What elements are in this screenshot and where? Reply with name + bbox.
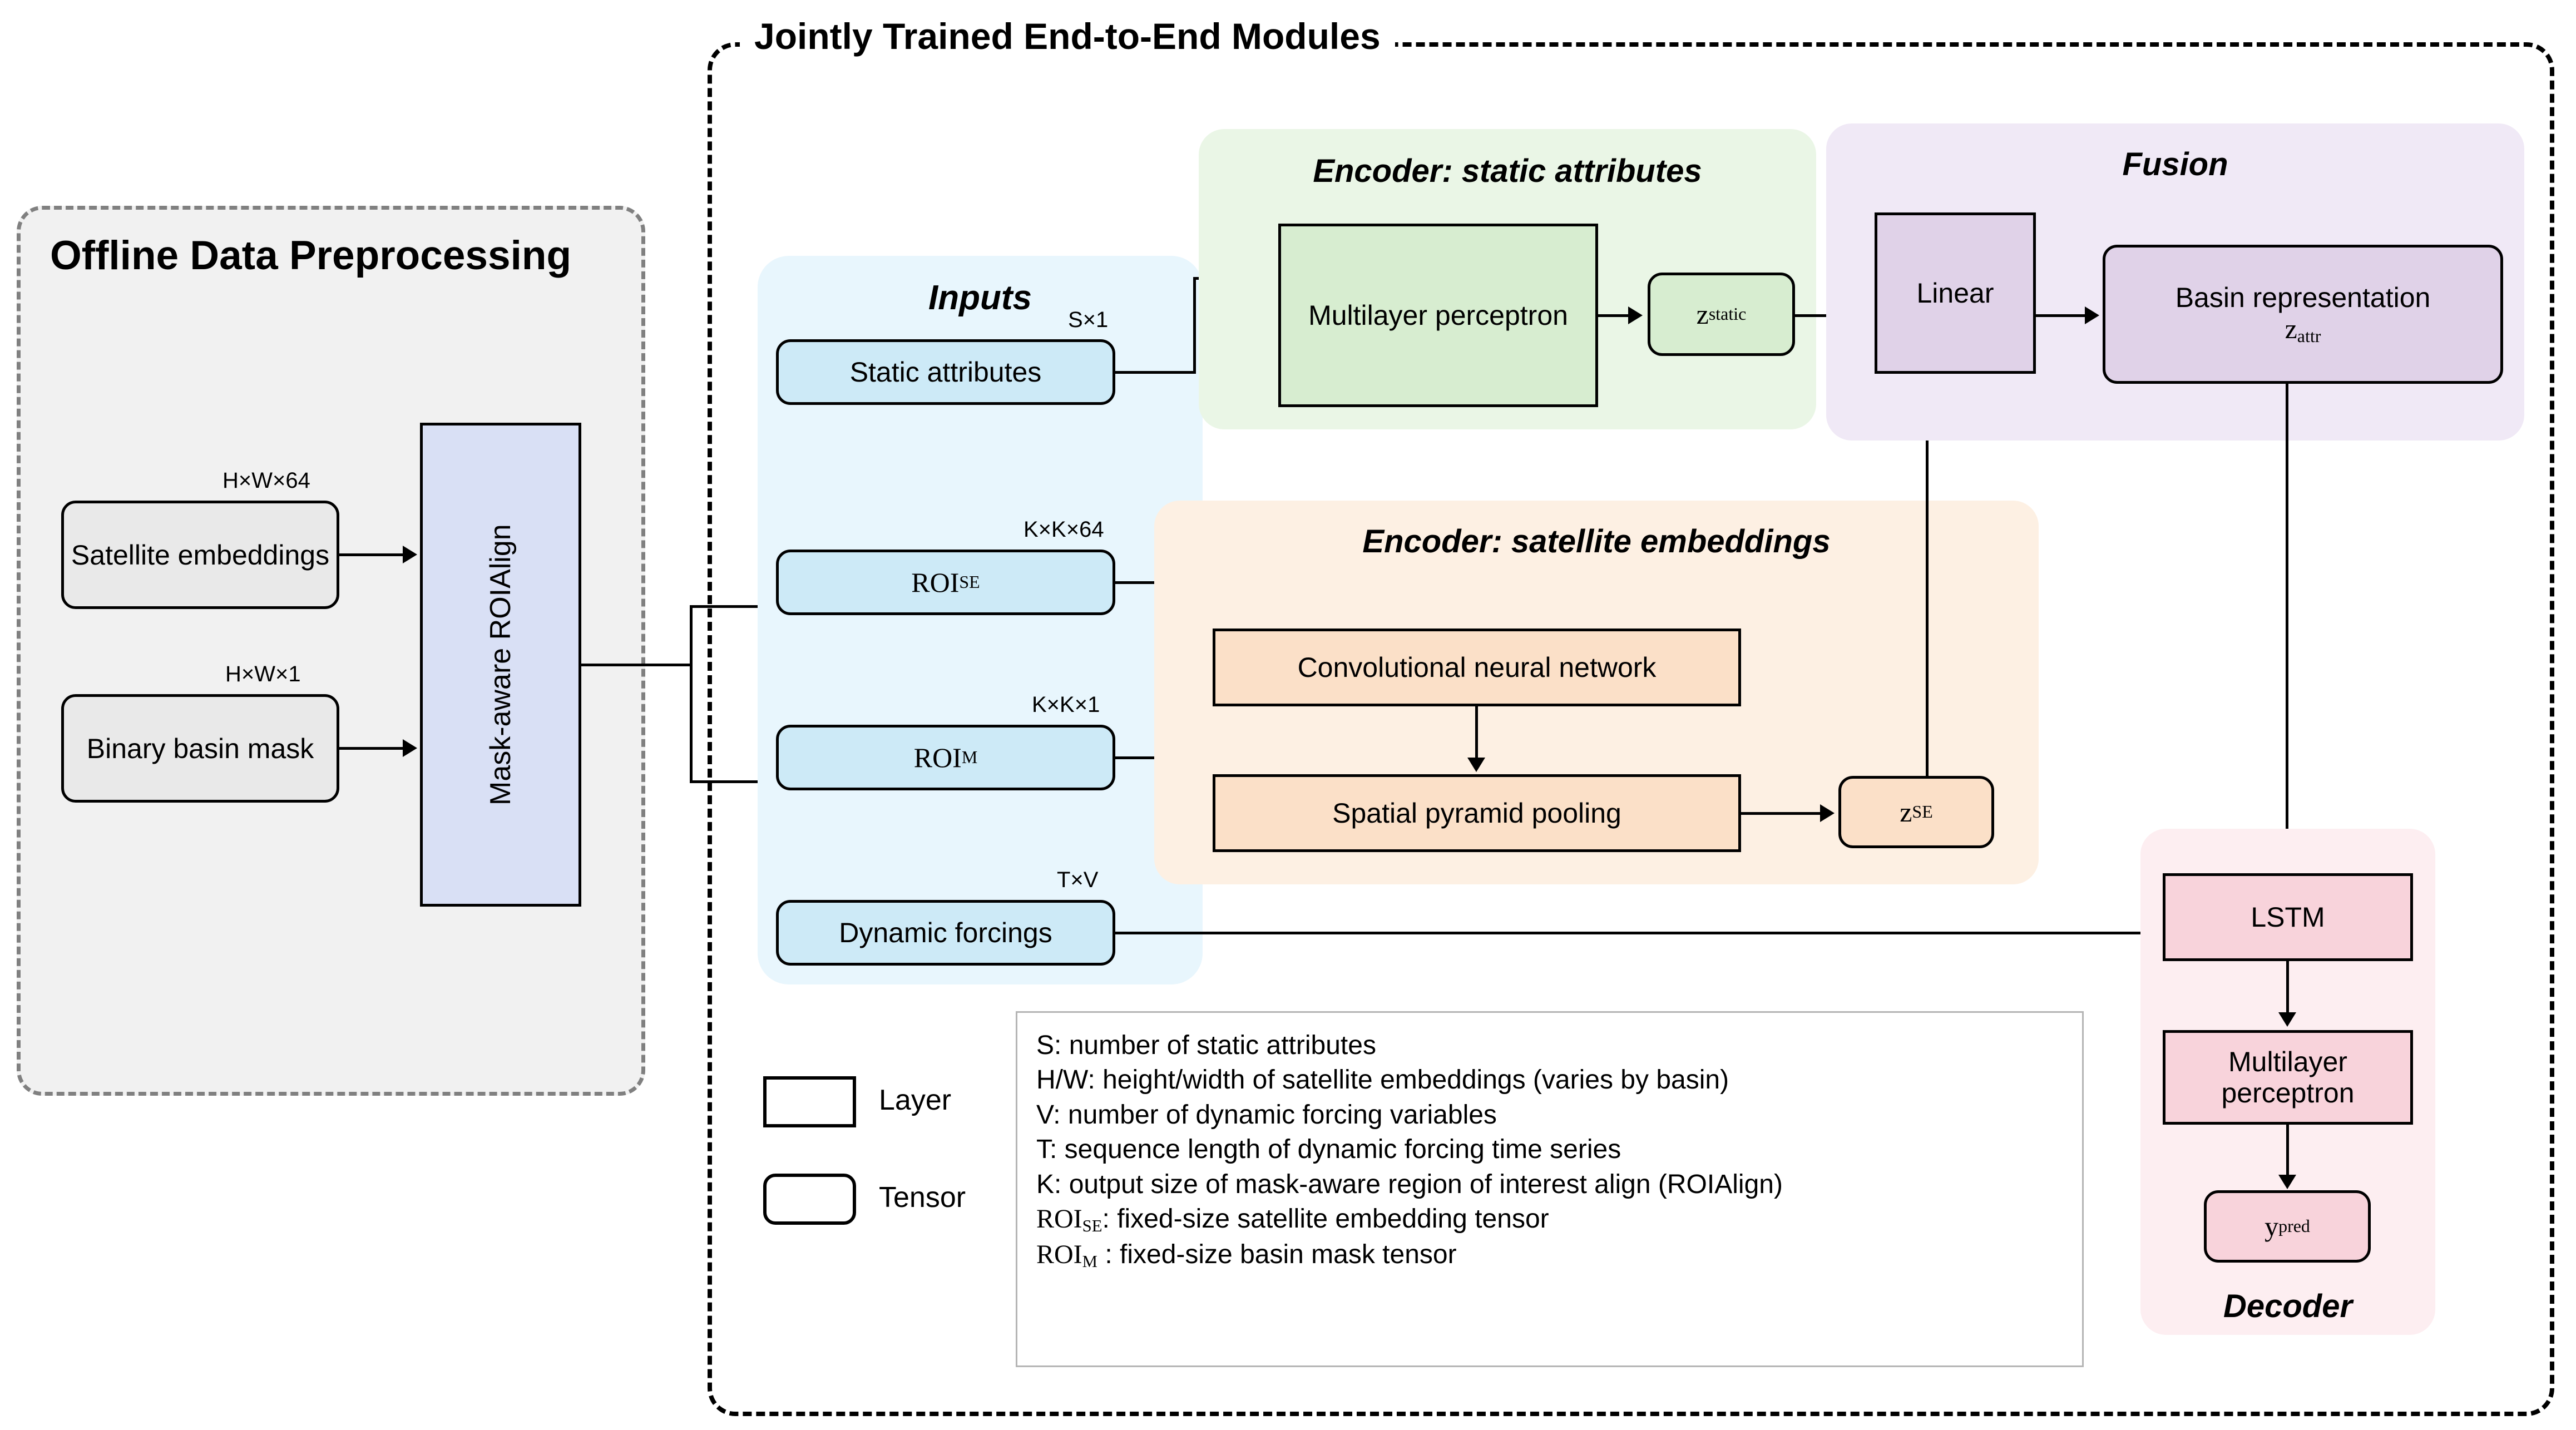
node-z-attr: zattr bbox=[2285, 313, 2321, 347]
connector-forcings-to-lstm bbox=[1115, 932, 2153, 934]
jointly-trained-title-wrap: Jointly Trained End-to-End Modules bbox=[740, 11, 1395, 61]
node-z-static-label: z bbox=[1696, 299, 1709, 330]
node-linear: Linear bbox=[1875, 212, 2036, 374]
connector-linear-to-basin bbox=[2036, 314, 2094, 317]
node-y-pred-label: y bbox=[2264, 1211, 2279, 1242]
node-basin-representation: Basin representation zattr bbox=[2103, 245, 2503, 384]
connector-to-roi-se bbox=[690, 605, 807, 608]
legend-roi-se-text: : fixed-size satellite embedding tensor bbox=[1102, 1204, 1549, 1234]
node-basin-representation-label: Basin representation bbox=[2175, 282, 2431, 314]
legend-roi-se-prefix: ROI bbox=[1036, 1204, 1082, 1234]
node-cnn: Convolutional neural network bbox=[1213, 629, 1741, 706]
arrow-sat-to-roialign bbox=[403, 546, 417, 563]
node-roi-se-sub: SE bbox=[959, 572, 980, 592]
node-z-se-label: z bbox=[1900, 796, 1912, 828]
key-label-layer: Layer bbox=[879, 1084, 952, 1116]
node-spp: Spatial pyramid pooling bbox=[1213, 774, 1741, 852]
legend-line-v: V: number of dynamic forcing variables bbox=[1036, 1100, 1497, 1130]
node-dynamic-forcings: Dynamic forcings bbox=[776, 900, 1115, 966]
legend-line-roi-m: ROIM : fixed-size basin mask tensor bbox=[1036, 1238, 2063, 1273]
node-roi-m-label: ROI bbox=[913, 742, 962, 773]
node-mask-aware-roialign: Mask-aware ROIAlign bbox=[420, 423, 581, 907]
connector-mlp-to-ypred bbox=[2286, 1125, 2289, 1186]
connector-basin-to-lstm bbox=[2286, 384, 2288, 870]
legend-line-hw: H/W: height/width of satellite embedding… bbox=[1036, 1065, 1729, 1095]
inputs-title: Inputs bbox=[928, 279, 1032, 317]
dim-satellite-embeddings: H×W×64 bbox=[223, 468, 310, 493]
dim-roi-se: K×K×64 bbox=[1024, 517, 1104, 542]
connector-spp-to-zse bbox=[1741, 812, 1830, 815]
dim-static-attributes: S×1 bbox=[1068, 308, 1109, 332]
node-decoder-mlp: Multilayer perceptron bbox=[2163, 1030, 2413, 1125]
node-z-attr-label: z bbox=[2285, 313, 2297, 345]
node-binary-basin-mask: Binary basin mask bbox=[61, 694, 339, 803]
fusion-title: Fusion bbox=[2122, 146, 2228, 182]
legend-roi-m-sub: M bbox=[1082, 1251, 1097, 1271]
jointly-trained-panel bbox=[708, 42, 2554, 1416]
connector-roialign-out bbox=[581, 664, 693, 666]
key-shape-layer bbox=[763, 1076, 856, 1127]
arrow-mlp-to-zstatic bbox=[1628, 306, 1643, 324]
legend-line-k: K: output size of mask-aware region of i… bbox=[1036, 1169, 1783, 1199]
dim-roi-m: K×K×1 bbox=[1032, 692, 1100, 717]
node-roi-m-sub: M bbox=[961, 747, 978, 768]
connector-sat-to-roialign bbox=[339, 553, 406, 556]
offline-preprocessing-title: Offline Data Preprocessing bbox=[50, 233, 572, 278]
connector-zse-to-linear bbox=[1926, 345, 1929, 778]
legend-roi-m-prefix: ROI bbox=[1036, 1239, 1082, 1269]
node-static-mlp: Multilayer perceptron bbox=[1278, 224, 1598, 407]
node-satellite-embeddings: Satellite embeddings bbox=[61, 501, 339, 609]
encoder-satellite-title: Encoder: satellite embeddings bbox=[1362, 523, 1831, 560]
legend-line-t: T: sequence length of dynamic forcing ti… bbox=[1036, 1135, 1621, 1165]
node-static-attributes: Static attributes bbox=[776, 339, 1115, 405]
connector-static-out-v bbox=[1193, 277, 1196, 374]
encoder-static-title: Encoder: static attributes bbox=[1313, 153, 1702, 189]
dim-binary-basin-mask: H×W×1 bbox=[225, 662, 301, 686]
connector-roi-split-vertical bbox=[690, 605, 693, 783]
decoder-title: Decoder bbox=[2223, 1288, 2353, 1324]
connector-static-out-h1 bbox=[1115, 371, 1196, 374]
legend-roi-m-text: : fixed-size basin mask tensor bbox=[1097, 1239, 1457, 1269]
dim-dynamic-forcings: T×V bbox=[1057, 868, 1099, 892]
node-lstm: LSTM bbox=[2163, 873, 2413, 961]
jointly-trained-title: Jointly Trained End-to-End Modules bbox=[754, 16, 1381, 57]
node-y-pred-sub: pred bbox=[2278, 1216, 2310, 1236]
legend-line-s: S: number of static attributes bbox=[1036, 1031, 1376, 1060]
arrow-lstm-to-mlp bbox=[2278, 1012, 2296, 1027]
connector-mlp-to-zstatic bbox=[1598, 314, 1637, 317]
legend-box: S: number of static attributes H/W: heig… bbox=[1016, 1011, 2084, 1367]
arrow-spp-to-zse bbox=[1820, 804, 1835, 822]
node-z-se-sub: SE bbox=[1912, 801, 1933, 822]
connector-to-roi-m bbox=[690, 780, 807, 783]
arrow-mask-to-roialign bbox=[403, 739, 417, 757]
connector-mask-to-roialign bbox=[339, 747, 406, 750]
legend-line-roi-se: ROISE: fixed-size satellite embedding te… bbox=[1036, 1202, 2063, 1238]
node-z-attr-sub: attr bbox=[2297, 326, 2321, 347]
legend-roi-se-sub: SE bbox=[1082, 1216, 1102, 1235]
node-roi-se-label: ROI bbox=[911, 567, 960, 598]
arrow-mlp-to-ypred bbox=[2278, 1175, 2296, 1189]
node-z-static-sub: static bbox=[1708, 304, 1747, 324]
connector-lstm-to-mlp bbox=[2286, 961, 2289, 1023]
arrow-linear-to-basin bbox=[2085, 306, 2099, 324]
key-shape-tensor bbox=[763, 1174, 856, 1225]
connector-cnn-to-spp bbox=[1475, 706, 1478, 769]
arrow-cnn-to-spp bbox=[1467, 758, 1485, 772]
key-label-tensor: Tensor bbox=[879, 1181, 966, 1214]
